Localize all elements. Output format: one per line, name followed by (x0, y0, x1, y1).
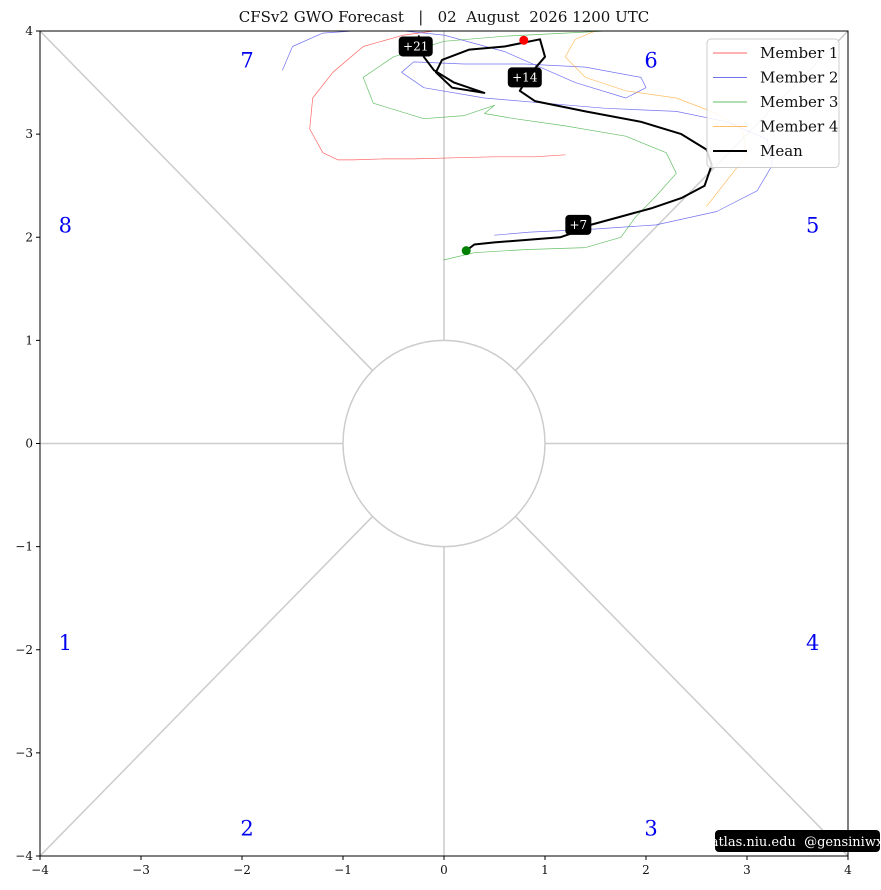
x-tick-label: 0 (440, 863, 448, 877)
legend-entry: Member 3 (760, 93, 838, 111)
member-line-member-3 (362, 31, 677, 261)
legend-entry: Mean (760, 142, 803, 160)
annotation-layer: 1 2 3 4 5 6 7 8 +7 +14 +21 (59, 36, 819, 841)
y-tick-label: 1 (25, 333, 33, 347)
phase-label-5: 5 (806, 213, 819, 237)
phase-divider-line (40, 515, 374, 856)
y-tick-label: −2 (15, 643, 33, 657)
day-badge (507, 67, 542, 88)
series-layer (282, 31, 773, 261)
legend: Member 1 Member 2 Member 3 Member 4 Mean (706, 38, 840, 168)
x-tick-label: −2 (233, 863, 251, 877)
legend-entry: Member 2 (760, 69, 838, 87)
phase-label-2: 2 (240, 817, 253, 841)
unit-circle (342, 339, 546, 548)
y-tick-label: 2 (25, 230, 33, 244)
phase-label-7: 7 (240, 48, 253, 72)
phase-divider-line (514, 515, 848, 856)
phase-label-6: 6 (644, 48, 657, 72)
day-label: +21 (403, 39, 428, 53)
phase-label-1: 1 (59, 631, 72, 655)
x-tick-label: −1 (334, 863, 352, 877)
legend-box (706, 38, 840, 168)
y-tick-label: −4 (15, 849, 33, 863)
end-marker (519, 35, 529, 45)
start-marker (461, 246, 471, 256)
day-badge (565, 214, 592, 235)
chart-title: CFSv2 GWO Forecast | 02 August 2026 1200… (239, 8, 649, 26)
y-tick-label: −3 (15, 746, 33, 760)
y-tick-label: 4 (25, 24, 33, 38)
legend-entry: Member 1 (760, 44, 838, 62)
axis-ticks: −4 −3 −2 −1 0 1 2 3 4 −4 −3 −2 −1 0 1 2 3 4 (15, 24, 852, 877)
phase-divider-line (40, 31, 374, 372)
y-tick-label: −1 (15, 540, 33, 554)
phase-label-3: 3 (644, 817, 657, 841)
y-tick-label: 0 (25, 437, 33, 451)
member-line-member-1 (309, 31, 566, 161)
day-label: +14 (512, 70, 538, 84)
x-tick-label: −3 (132, 863, 150, 877)
x-tick-label: 1 (541, 863, 549, 877)
x-tick-label: 3 (743, 863, 751, 877)
legend-entry: Member 4 (760, 118, 838, 136)
phase-label-4: 4 (806, 631, 819, 655)
credit-text: atlas.niu.edu @gensiniwx (711, 835, 881, 850)
phase-label-8: 8 (59, 213, 72, 237)
x-tick-label: −4 (31, 863, 49, 877)
day-label: +7 (569, 218, 587, 232)
credit-badge: atlas.niu.edu @gensiniwx (711, 830, 881, 852)
x-tick-label: 4 (844, 863, 852, 877)
x-tick-label: 2 (642, 863, 650, 877)
mean-line (417, 35, 713, 252)
phase-guides (40, 31, 848, 856)
day-badge (398, 36, 433, 57)
member-line-member-2 (282, 31, 773, 236)
y-tick-label: 3 (25, 127, 33, 141)
